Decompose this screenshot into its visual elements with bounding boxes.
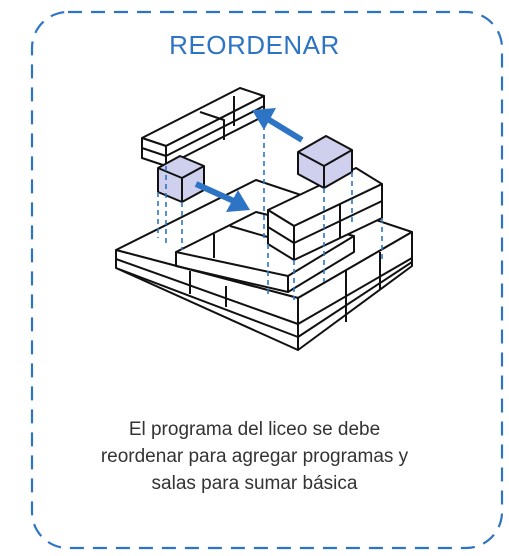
diagram-title: REORDENAR — [169, 30, 340, 60]
arrow-up-left — [264, 115, 304, 143]
caption-line-2: reordenar para agregar programas y — [100, 446, 409, 467]
caption-line-1: El programa del liceo se debe — [128, 419, 381, 440]
caption: El programa del liceo se debe reordenar … — [60, 416, 449, 497]
caption-line-3: salas para sumar básica — [151, 473, 358, 494]
arrow-down-right — [194, 181, 238, 205]
